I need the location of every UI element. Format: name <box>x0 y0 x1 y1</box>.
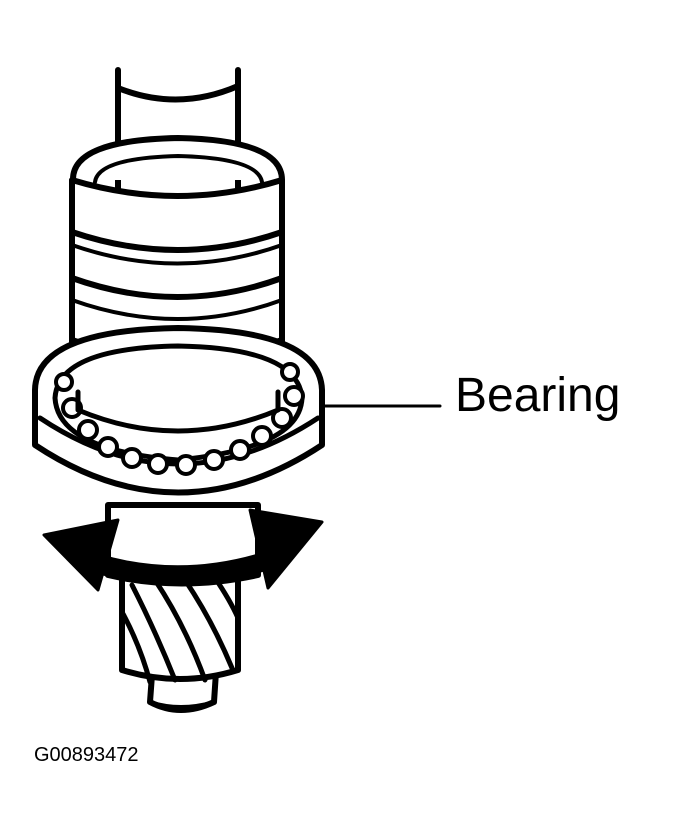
bearing-balls <box>54 362 305 476</box>
rotation-arrow-icon <box>42 508 324 592</box>
bearing <box>32 325 325 496</box>
figure-id: G00893472 <box>34 744 139 766</box>
bearing-callout-label: Bearing <box>455 369 621 422</box>
helical-gear <box>119 572 241 685</box>
